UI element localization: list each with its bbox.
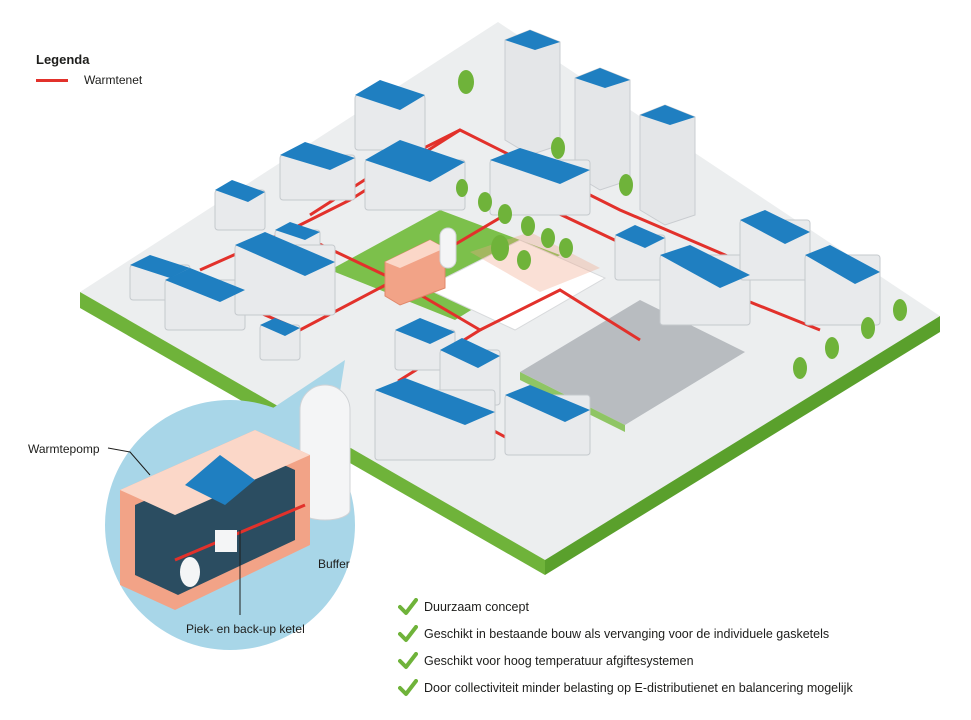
benefit-item: Duurzaam concept bbox=[398, 593, 853, 620]
benefit-text: Door collectiviteit minder belasting op … bbox=[424, 680, 853, 695]
buffer-label: Buffer bbox=[318, 557, 350, 571]
legend: Legenda Warmtenet bbox=[36, 52, 142, 87]
solar-roofs bbox=[130, 80, 880, 425]
benefit-item: Door collectiviteit minder belasting op … bbox=[398, 674, 853, 701]
zoom-callout bbox=[105, 360, 355, 650]
energy-plant bbox=[384, 227, 457, 306]
heat-pump-label: Warmtepomp bbox=[28, 442, 100, 456]
checkmark-icon bbox=[398, 597, 418, 615]
benefit-text: Geschikt in bestaande bouw als vervangin… bbox=[424, 626, 830, 641]
benefits-list: Duurzaam concept Geschikt in bestaande b… bbox=[398, 593, 853, 701]
benefit-text: Geschikt voor hoog temperatuur afgiftesy… bbox=[424, 653, 694, 668]
benefit-text: Duurzaam concept bbox=[424, 599, 529, 614]
boiler-label: Piek- en back-up ketel bbox=[186, 622, 305, 636]
checkmark-icon bbox=[398, 624, 418, 642]
apartment-towers bbox=[504, 29, 696, 226]
benefit-item: Geschikt voor hoog temperatuur afgiftesy… bbox=[398, 647, 853, 674]
legend-line-swatch bbox=[36, 78, 68, 82]
trees bbox=[456, 70, 907, 379]
legend-item-heat-network: Warmtenet bbox=[36, 73, 142, 87]
legend-title: Legenda bbox=[36, 52, 90, 67]
checkmark-icon bbox=[398, 678, 418, 696]
legend-item-label: Warmtenet bbox=[84, 73, 143, 87]
benefit-item: Geschikt in bestaande bouw als vervangin… bbox=[398, 620, 853, 647]
checkmark-icon bbox=[398, 651, 418, 669]
callout-lines bbox=[107, 447, 241, 615]
